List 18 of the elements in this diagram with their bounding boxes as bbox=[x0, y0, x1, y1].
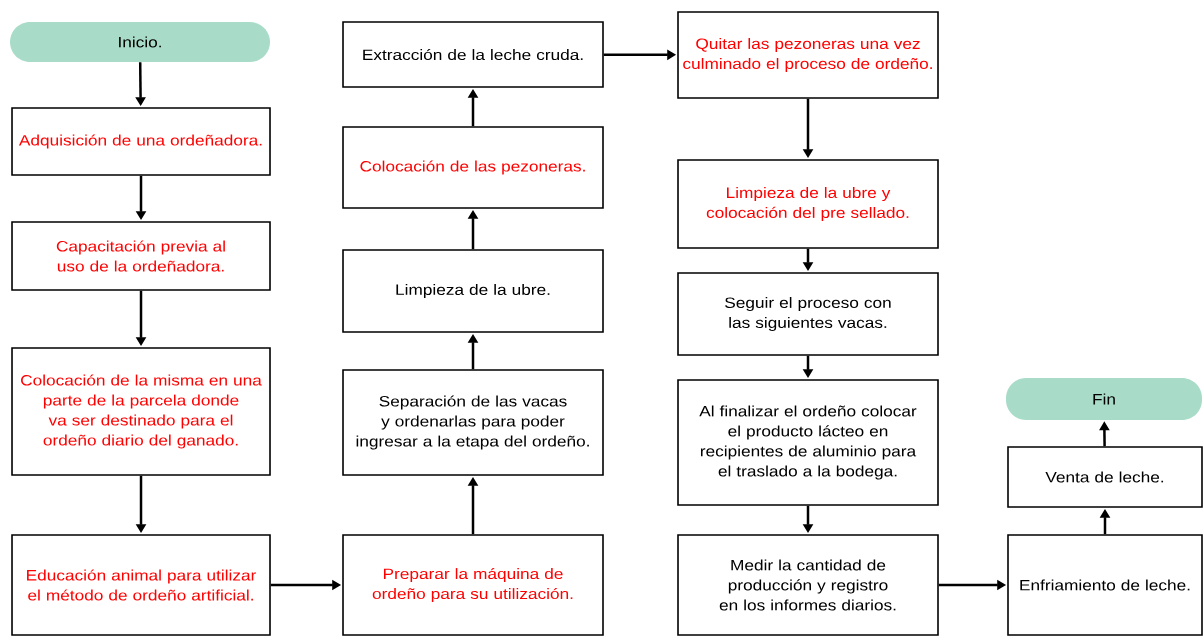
process-box: Colocación de la misma en una parte de la parcela donde va ser destinado para el ordeño diario del ganado. bbox=[11, 347, 271, 476]
process-box: Limpieza de la ubre y colocación del pre sellado. bbox=[677, 159, 939, 249]
process-box: Enfriamiento de leche. bbox=[1007, 534, 1203, 636]
process-box: Educación animal para utilizar el método de ordeño artificial. bbox=[11, 534, 271, 636]
process-box: Adquisición de una ordeñadora. bbox=[11, 107, 271, 176]
process-box: Medir la cantidad de producción y registro en los informes diarios. bbox=[677, 534, 939, 636]
terminal-pill: Fin bbox=[1006, 378, 1202, 420]
process-box: Separación de las vacas y ordenarlas para poder ingresar a la etapa del ordeño. bbox=[342, 369, 604, 476]
process-box: Extracción de la leche cruda. bbox=[342, 21, 604, 88]
process-box: Limpieza de la ubre. bbox=[342, 249, 604, 333]
process-box: Al finalizar el ordeño colocar el producto lácteo en recipientes de aluminio para el traslado a la bodega. bbox=[677, 379, 939, 506]
process-box: Venta de leche. bbox=[1007, 446, 1203, 508]
process-box: Preparar la máquina de ordeño para su utilización. bbox=[342, 534, 604, 636]
process-box: Quitar las pezoneras una vez culminado el proceso de ordeño. bbox=[677, 11, 939, 99]
terminal-pill: Inicio. bbox=[10, 22, 270, 62]
process-box: Capacitación previa al uso de la ordeñadora. bbox=[11, 221, 271, 291]
process-box: Seguir el proceso con las siguientes vacas. bbox=[677, 272, 939, 356]
process-box: Colocación de las pezoneras. bbox=[342, 126, 604, 209]
